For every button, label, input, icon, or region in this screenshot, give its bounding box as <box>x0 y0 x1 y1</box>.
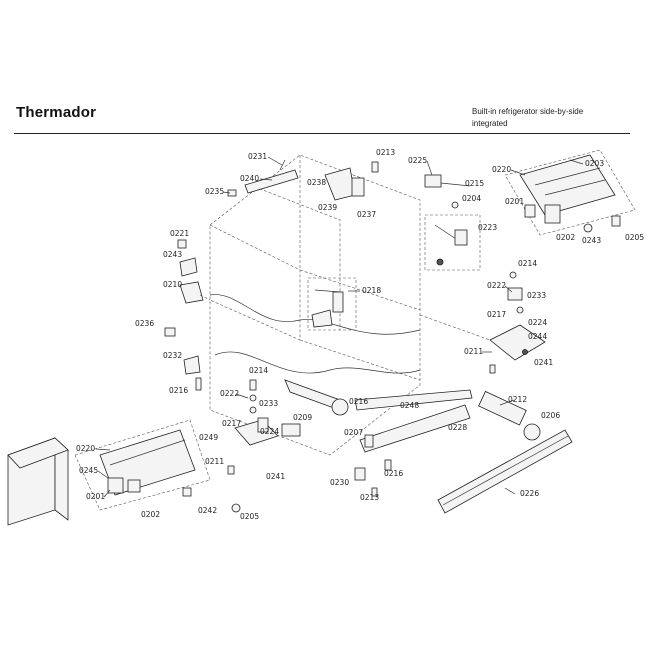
part-label: 0245 <box>79 466 98 475</box>
subtitle-line-1: Built-in refrigerator side-by-side <box>472 107 584 116</box>
leader-lines <box>95 156 584 498</box>
top-right-assembly <box>504 149 636 236</box>
part-label: 0241 <box>266 472 285 481</box>
part-label: 0214 <box>249 366 268 375</box>
header-rule <box>14 133 630 134</box>
part-label: 0235 <box>205 187 224 196</box>
part-label: 0216 <box>384 469 403 478</box>
upper-hinge <box>424 174 481 271</box>
part-label: 0242 <box>198 506 217 515</box>
part-label: 0205 <box>625 233 644 242</box>
part-number-labels: 0231 0213 0225 0220 0203 0240 0238 0215 … <box>76 148 644 521</box>
part-label: 0223 <box>478 223 497 232</box>
part-label: 0201 <box>505 197 524 206</box>
part-label: 0220 <box>76 444 95 453</box>
part-label: 0241 <box>534 358 553 367</box>
subtitle-line-2: integrated <box>472 119 508 128</box>
part-label: 0233 <box>259 399 278 408</box>
part-label: 0228 <box>448 423 467 432</box>
part-label: 0202 <box>556 233 575 242</box>
right-hinge-plate <box>419 271 546 374</box>
part-label: 0233 <box>527 291 546 300</box>
part-label: 0207 <box>344 428 363 437</box>
middle-lower-parts <box>234 379 473 453</box>
part-label: 0237 <box>357 210 376 219</box>
part-label: 0225 <box>408 156 427 165</box>
part-label: 0249 <box>199 433 218 442</box>
part-label: 0243 <box>163 250 182 259</box>
part-label: 0211 <box>464 347 483 356</box>
part-label: 0230 <box>330 478 349 487</box>
part-label: 0248 <box>400 401 419 410</box>
part-label: 0236 <box>135 319 154 328</box>
part-label: 0206 <box>541 411 560 420</box>
part-label: 0217 <box>487 310 506 319</box>
left-small-parts <box>164 239 211 391</box>
part-label: 0220 <box>492 165 511 174</box>
part-label: 0201 <box>86 492 105 501</box>
lower-right-parts <box>354 390 573 514</box>
part-label: 0204 <box>462 194 481 203</box>
part-label: 0238 <box>307 178 326 187</box>
part-label: 0205 <box>240 512 259 521</box>
part-label: 0224 <box>528 318 547 327</box>
part-label: 0226 <box>520 489 539 498</box>
part-label: 0243 <box>582 236 601 245</box>
part-label: 0203 <box>585 159 604 168</box>
part-label: 0221 <box>170 229 189 238</box>
part-label: 0216 <box>349 397 368 406</box>
part-label: 0212 <box>508 395 527 404</box>
part-label: 0209 <box>293 413 312 422</box>
part-label: 0244 <box>528 332 547 341</box>
part-label: 0222 <box>220 389 239 398</box>
part-label: 0213 <box>376 148 395 157</box>
part-label: 0240 <box>240 174 259 183</box>
part-label: 0210 <box>163 280 182 289</box>
part-label: 0222 <box>487 281 506 290</box>
part-label: 0239 <box>318 203 337 212</box>
part-label: 0224 <box>260 427 279 436</box>
lower-left-assembly <box>7 419 241 526</box>
part-label: 0211 <box>205 457 224 466</box>
center-bracket <box>307 277 357 331</box>
part-label: 0213 <box>360 493 379 502</box>
upper-left-parts <box>227 159 379 201</box>
part-label: 0215 <box>465 179 484 188</box>
part-label: 0214 <box>518 259 537 268</box>
part-label: 0232 <box>163 351 182 360</box>
brand-title: Thermador <box>16 104 97 121</box>
part-label: 0216 <box>169 386 188 395</box>
cabinet-frame: 0231 0213 0225 0220 0203 0240 0238 0215 … <box>7 148 644 526</box>
diagram-subtitle: Built-in refrigerator side-by-side integ… <box>472 106 632 130</box>
part-label: 0202 <box>141 510 160 519</box>
part-label: 0217 <box>222 419 241 428</box>
part-label: 0218 <box>362 286 381 295</box>
part-label: 0231 <box>248 152 267 161</box>
